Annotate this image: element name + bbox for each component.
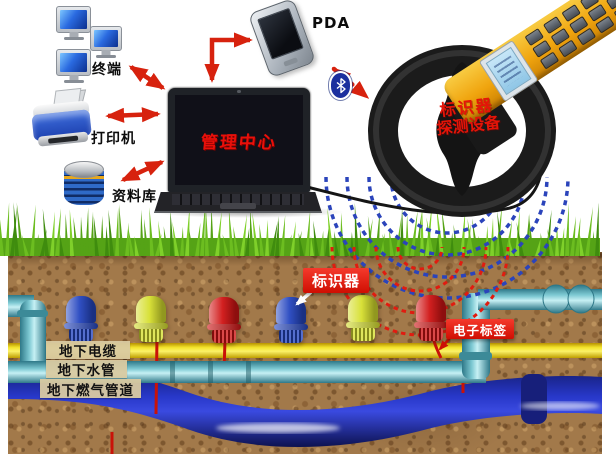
gas-pipe-highlight xyxy=(520,402,600,410)
printer-label: 打印机 xyxy=(91,131,136,147)
arrow-printer-laptop xyxy=(105,107,161,123)
laptop-screen: 管理中心 xyxy=(168,88,310,192)
monitor-screen xyxy=(60,53,87,72)
terminal-monitor-icon xyxy=(56,6,91,40)
grass-blades xyxy=(0,202,600,256)
monitor-stand xyxy=(101,50,111,55)
arrow-terminal-laptop xyxy=(128,65,166,90)
database-label: 资料库 xyxy=(112,189,157,205)
monitor-base xyxy=(63,80,84,83)
bluetooth-wave-arcs xyxy=(324,176,570,300)
marker-callout-pointer xyxy=(295,290,313,306)
database-icon xyxy=(62,161,106,207)
arrow-laptop-pda xyxy=(204,32,253,83)
terminal-monitor-icon xyxy=(56,49,91,83)
monitor-screen xyxy=(94,30,118,47)
pipe-label-cable: 地下电缆 xyxy=(46,341,130,360)
arrow-database-laptop xyxy=(120,159,165,183)
monitor-base xyxy=(96,55,116,58)
monitor-stand xyxy=(69,75,78,80)
grass-strip xyxy=(0,198,600,256)
terminal-label: 终端 xyxy=(92,62,122,78)
pipe-label-gas: 地下燃气管道 xyxy=(40,379,141,399)
electronic-tag-callout: 电子标签 xyxy=(446,319,514,339)
laptop-touchpad xyxy=(220,203,256,209)
laptop-keys xyxy=(172,194,304,205)
monitor-base xyxy=(63,37,84,40)
pipe-label-water: 地下水管 xyxy=(46,360,127,379)
webcam-icon xyxy=(237,90,241,93)
pda-label: PDA xyxy=(312,14,351,32)
marker-callout: 标识器 xyxy=(303,268,369,293)
tag-callout-pointer xyxy=(438,337,451,351)
monitor-stand xyxy=(69,32,78,37)
laptop-keyboard xyxy=(154,192,322,213)
gas-pipe-highlight xyxy=(216,423,340,433)
terminal-monitor-icon xyxy=(90,26,122,58)
monitor-screen xyxy=(60,10,87,29)
database-top xyxy=(64,161,104,178)
gas-pipe-collar xyxy=(521,374,547,424)
